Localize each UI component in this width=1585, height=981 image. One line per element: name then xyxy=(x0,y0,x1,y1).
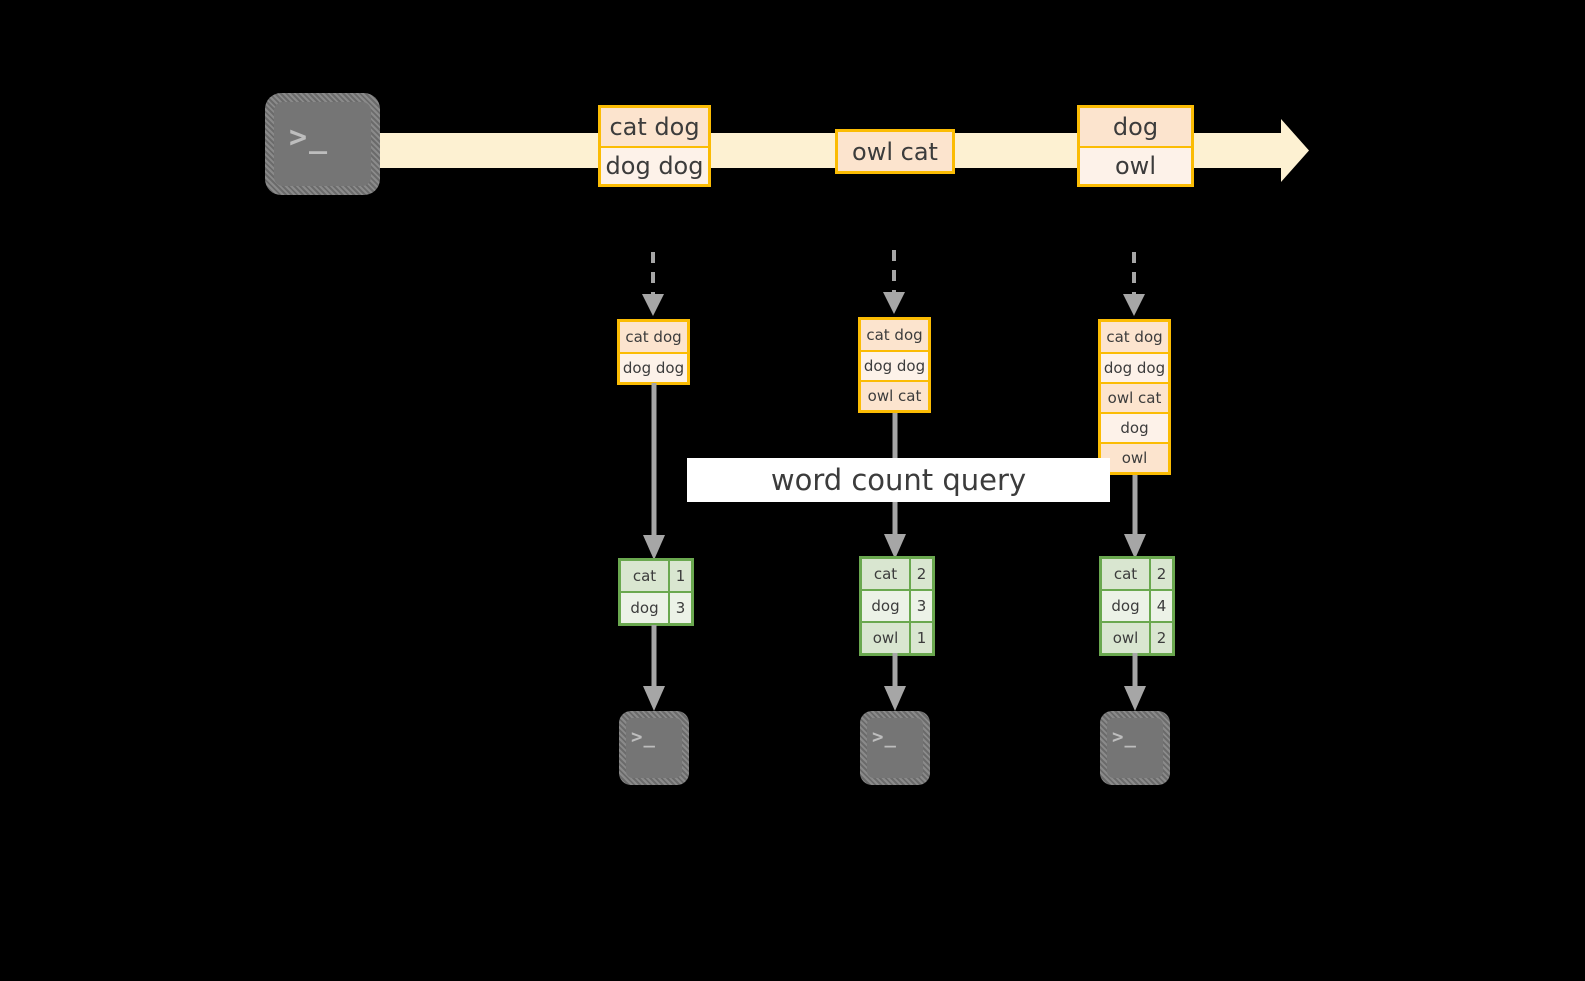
batch-3-result-table[interactable]: cat 2 dog 4 owl 2 xyxy=(1099,556,1175,656)
batch-3-sink-terminal-icon[interactable]: >_ xyxy=(1100,711,1170,785)
table-row: owl 2 xyxy=(1102,621,1172,653)
batch-input-line: dog dog xyxy=(620,352,687,382)
result-word: owl xyxy=(862,623,909,653)
batch-1-input-table[interactable]: cat dog dog dog xyxy=(617,319,690,385)
result-word: cat xyxy=(862,559,909,589)
batch-input-line: cat dog xyxy=(1101,322,1168,352)
result-word: dog xyxy=(621,593,668,623)
stream-line: dog xyxy=(1080,108,1191,146)
stream-arrowhead xyxy=(1255,119,1309,182)
result-word: owl xyxy=(1102,623,1149,653)
terminal-screen xyxy=(626,718,682,778)
terminal-prompt-glyph: >_ xyxy=(1112,726,1137,748)
result-count: 1 xyxy=(668,561,691,591)
batch-1-result-table[interactable]: cat 1 dog 3 xyxy=(618,558,694,626)
batch-input-line: cat dog xyxy=(620,322,687,352)
result-count: 4 xyxy=(1149,591,1172,621)
query-connector-batch-3 xyxy=(1124,475,1146,559)
result-count: 3 xyxy=(909,591,932,621)
batch-input-line: dog dog xyxy=(1101,352,1168,382)
batch-input-line: dog xyxy=(1101,412,1168,442)
sink-connector-batch-1 xyxy=(643,625,665,711)
table-row: cat 2 xyxy=(862,559,932,589)
batch-1-sink-terminal-icon[interactable]: >_ xyxy=(619,711,689,785)
dashed-connector-batch-3 xyxy=(1123,252,1145,316)
terminal-screen xyxy=(1107,718,1163,778)
stream-line: cat dog xyxy=(601,108,708,146)
dashed-connector-batch-1 xyxy=(642,252,664,316)
dashed-connector-batch-2 xyxy=(883,250,905,314)
result-word: dog xyxy=(862,591,909,621)
query-connector-batch-1 xyxy=(643,383,665,560)
batch-2-sink-terminal-icon[interactable]: >_ xyxy=(860,711,930,785)
result-count: 2 xyxy=(1149,559,1172,589)
terminal-screen xyxy=(274,102,371,186)
sink-connector-batch-2 xyxy=(884,653,906,711)
batch-input-line: cat dog xyxy=(861,320,928,350)
stream-line: owl cat xyxy=(838,132,952,171)
result-count: 2 xyxy=(1149,623,1172,653)
stream-line: owl xyxy=(1080,146,1191,184)
batch-2-result-table[interactable]: cat 2 dog 3 owl 1 xyxy=(859,556,935,656)
batch-2-input-table[interactable]: cat dog dog dog owl cat xyxy=(858,317,931,413)
terminal-prompt-glyph: >_ xyxy=(631,726,656,748)
stream-group-3[interactable]: dog owl xyxy=(1077,105,1194,187)
result-word: dog xyxy=(1102,591,1149,621)
query-banner: word count query xyxy=(687,458,1110,502)
query-banner-label: word count query xyxy=(770,463,1027,497)
result-count: 2 xyxy=(909,559,932,589)
terminal-screen xyxy=(867,718,923,778)
table-row: dog 3 xyxy=(862,589,932,621)
batch-input-line: owl cat xyxy=(861,380,928,410)
result-word: cat xyxy=(621,561,668,591)
stream-group-1[interactable]: cat dog dog dog xyxy=(598,105,711,187)
batch-input-line: owl cat xyxy=(1101,382,1168,412)
table-row: cat 1 xyxy=(621,561,691,591)
terminal-prompt-glyph: >_ xyxy=(289,120,330,155)
batch-input-line: owl xyxy=(1101,442,1168,472)
result-count: 3 xyxy=(668,593,691,623)
result-word: cat xyxy=(1102,559,1149,589)
table-row: dog 3 xyxy=(621,591,691,623)
batch-3-input-table[interactable]: cat dog dog dog owl cat dog owl xyxy=(1098,319,1171,475)
terminal-prompt-glyph: >_ xyxy=(872,726,897,748)
stream-group-2[interactable]: owl cat xyxy=(835,129,955,174)
table-row: dog 4 xyxy=(1102,589,1172,621)
source-terminal-icon[interactable]: >_ xyxy=(265,93,380,195)
result-count: 1 xyxy=(909,623,932,653)
sink-connector-batch-3 xyxy=(1124,653,1146,711)
stream-line: dog dog xyxy=(601,146,708,184)
table-row: cat 2 xyxy=(1102,559,1172,589)
batch-input-line: dog dog xyxy=(861,350,928,380)
table-row: owl 1 xyxy=(862,621,932,653)
